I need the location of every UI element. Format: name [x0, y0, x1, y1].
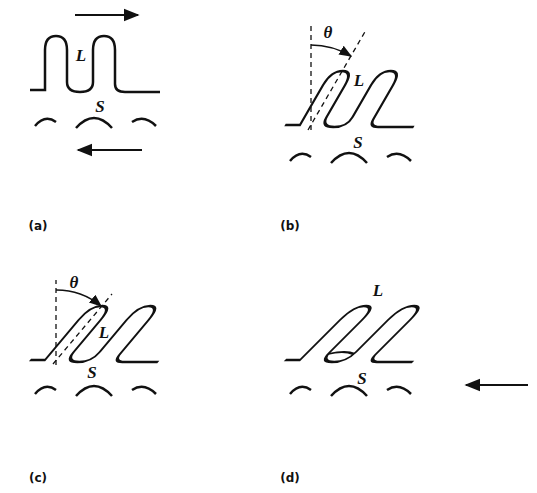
- panel-d: [283, 306, 528, 396]
- substrate-arcs: [35, 118, 156, 128]
- shear-arrow: [75, 14, 138, 16]
- vertical-reference: [310, 25, 311, 130]
- lamella-bridge: [328, 352, 356, 354]
- vertical-reference: [55, 280, 56, 365]
- angle-label: θ: [70, 274, 79, 291]
- substrate-arcs: [290, 386, 411, 396]
- shear-arrow: [78, 149, 142, 151]
- lamella-label: L: [99, 324, 109, 341]
- panel-c: [28, 280, 205, 396]
- tilt-axis: [53, 294, 112, 364]
- angle-arc: [56, 290, 101, 306]
- panel-a: [30, 15, 160, 150]
- angle-label: θ: [324, 24, 333, 41]
- panel-label: (c): [29, 472, 47, 484]
- substrate-label: S: [87, 364, 96, 381]
- lamella-label: L: [354, 72, 364, 89]
- tilt-axis: [308, 30, 366, 130]
- angle-arc: [311, 45, 351, 56]
- shear-arrow: [466, 384, 528, 386]
- substrate-label: S: [357, 370, 366, 387]
- lamella-surface: [28, 306, 205, 362]
- panel-label: (d): [280, 472, 300, 484]
- lamella-surface: [284, 71, 446, 127]
- substrate-label: S: [95, 98, 104, 115]
- substrate-arcs: [290, 153, 411, 163]
- panel-label: (b): [280, 220, 300, 232]
- lamella-surface: [283, 306, 469, 362]
- panel-b: [284, 25, 446, 163]
- lamella-surface: [30, 36, 160, 92]
- lamella-label: L: [76, 47, 86, 64]
- substrate-arcs: [35, 386, 156, 396]
- panel-label: (a): [28, 220, 47, 232]
- lamella-label: L: [373, 282, 383, 299]
- substrate-label: S: [353, 134, 362, 151]
